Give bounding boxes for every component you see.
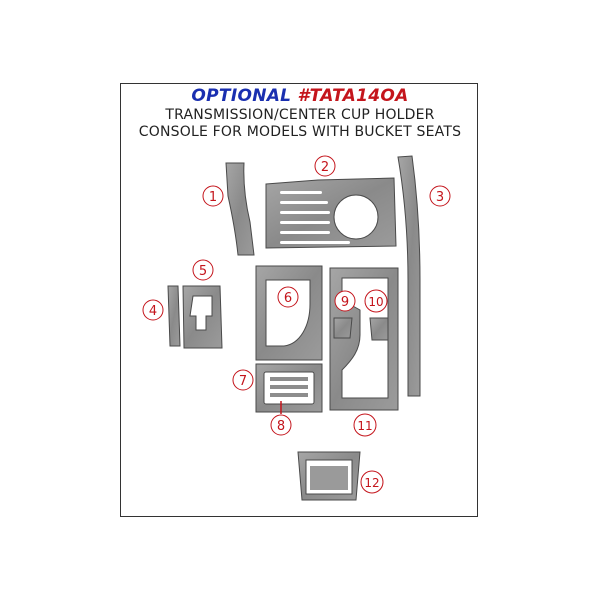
part-7 xyxy=(255,363,323,413)
svg-text:4: 4 xyxy=(149,304,157,319)
callout-2: 2 xyxy=(314,155,336,177)
part-3 xyxy=(397,155,421,397)
svg-text:10: 10 xyxy=(368,295,383,309)
svg-text:7: 7 xyxy=(239,374,247,389)
title-optional-line: OPTIONAL #TATA14OA xyxy=(0,86,600,106)
callout-9: 9 xyxy=(334,290,356,312)
callout-7: 7 xyxy=(232,369,254,391)
part-2 xyxy=(265,177,397,249)
svg-text:8: 8 xyxy=(277,419,285,434)
callout-4: 4 xyxy=(142,299,164,321)
svg-text:9: 9 xyxy=(341,295,349,310)
title-line-1: TRANSMISSION/CENTER CUP HOLDER xyxy=(165,107,435,123)
part-6 xyxy=(255,265,323,361)
callout-5: 5 xyxy=(192,259,214,281)
title-line-2: CONSOLE FOR MODELS WITH BUCKET SEATS xyxy=(138,124,462,140)
optional-label: OPTIONAL xyxy=(191,86,292,106)
callout-3: 3 xyxy=(429,185,451,207)
callout-1: 1 xyxy=(202,185,224,207)
svg-text:2: 2 xyxy=(321,160,329,175)
svg-text:12: 12 xyxy=(364,476,379,490)
svg-text:3: 3 xyxy=(436,190,444,205)
callout-12: 12 xyxy=(360,470,384,494)
part-1 xyxy=(225,162,255,256)
svg-text:11: 11 xyxy=(357,419,372,433)
part-5 xyxy=(182,285,223,349)
callout-11: 11 xyxy=(353,413,377,437)
part-12 xyxy=(297,451,361,501)
callout-8: 8 xyxy=(270,414,292,436)
callout-6: 6 xyxy=(277,286,299,308)
part-10 xyxy=(369,317,389,341)
svg-text:5: 5 xyxy=(199,264,207,279)
svg-text:6: 6 xyxy=(284,291,292,306)
part-9 xyxy=(333,317,353,339)
part-4 xyxy=(167,285,181,347)
callout-10: 10 xyxy=(364,289,388,313)
part-code: #TATA14OA xyxy=(297,86,409,106)
svg-text:1: 1 xyxy=(209,190,217,205)
